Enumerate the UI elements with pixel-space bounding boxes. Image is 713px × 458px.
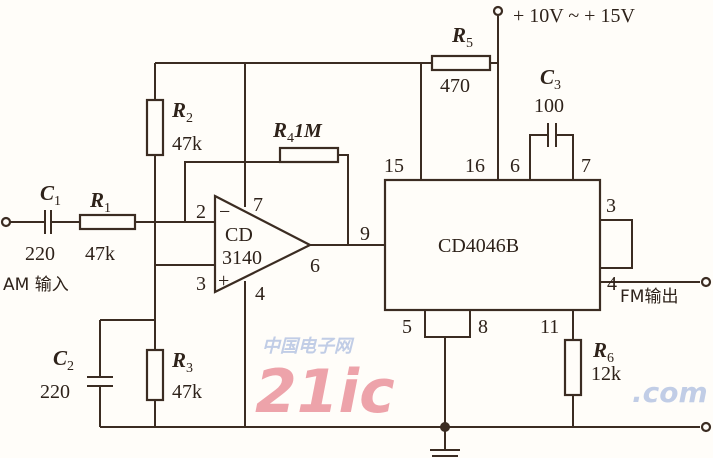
opamp-pin-2: 2 bbox=[196, 201, 206, 223]
r3-label: R3 bbox=[171, 348, 193, 376]
ic-cd4046b bbox=[383, 178, 602, 312]
opamp-plus: + bbox=[218, 270, 229, 292]
ic-pin-5: 5 bbox=[402, 316, 412, 338]
r6-value: 12k bbox=[591, 363, 621, 385]
resistor-r4 bbox=[278, 146, 340, 164]
c1-value: 220 bbox=[25, 243, 55, 265]
ic-pin-8: 8 bbox=[478, 316, 488, 338]
ic-pin-7: 7 bbox=[581, 155, 591, 177]
watermark-21ic: 21ic bbox=[255, 357, 395, 427]
ic-name: CD4046B bbox=[438, 235, 519, 257]
opamp-pin-3: 3 bbox=[196, 273, 206, 295]
ground-terminal bbox=[700, 421, 712, 433]
ic-pin-15: 15 bbox=[384, 155, 404, 177]
opamp-minus: − bbox=[219, 201, 230, 223]
ic-pin-16: 16 bbox=[465, 155, 485, 177]
wires bbox=[10, 16, 700, 457]
output-label: FM输出 bbox=[620, 287, 678, 307]
input-terminal bbox=[0, 216, 12, 228]
ic-pin-3: 3 bbox=[606, 195, 616, 217]
opamp-pin-7: 7 bbox=[253, 194, 263, 216]
r3-value: 47k bbox=[172, 381, 202, 403]
ic-pin-6: 6 bbox=[510, 155, 520, 177]
r2-value: 47k bbox=[172, 133, 202, 155]
junction-dot bbox=[440, 422, 450, 432]
c3-label: C3 bbox=[540, 65, 561, 93]
opamp-cd3140 bbox=[213, 194, 313, 294]
watermark-cn: 中国电子网 bbox=[262, 336, 355, 357]
watermark: 21ic .com 中国电子网 bbox=[255, 336, 708, 427]
supply-label: + 10V ~ + 15V bbox=[513, 5, 635, 27]
opamp-label-1: CD bbox=[225, 224, 253, 246]
capacitor-c2 bbox=[87, 376, 113, 387]
resistor-r3 bbox=[145, 348, 165, 402]
r5-label: R5 bbox=[451, 23, 473, 51]
opamp-pin-6: 6 bbox=[310, 255, 320, 277]
r4-label: R41M bbox=[272, 118, 323, 146]
watermark-com: .com bbox=[632, 376, 708, 409]
resistor-r5 bbox=[430, 54, 492, 72]
output-terminal bbox=[700, 276, 712, 288]
r1-value: 47k bbox=[85, 243, 115, 265]
opamp-label-2: 3140 bbox=[222, 247, 262, 269]
opamp-pin-4: 4 bbox=[255, 283, 265, 305]
c2-value: 220 bbox=[40, 381, 70, 403]
capacitor-c3 bbox=[547, 123, 557, 147]
r5-value: 470 bbox=[440, 75, 470, 97]
c2-label: C2 bbox=[53, 346, 74, 374]
resistor-r1 bbox=[78, 213, 137, 231]
supply-terminal bbox=[492, 5, 504, 17]
ic-pin-11: 11 bbox=[540, 316, 559, 338]
ic-pin-9: 9 bbox=[360, 223, 370, 245]
capacitor-c1 bbox=[44, 210, 52, 234]
ic-pin-4: 4 bbox=[607, 273, 617, 295]
resistor-r2 bbox=[145, 98, 165, 157]
c1-label: C1 bbox=[40, 181, 61, 209]
resistor-r6 bbox=[563, 338, 583, 397]
input-label: AM 输入 bbox=[3, 275, 69, 295]
r6-label: R6 bbox=[592, 338, 614, 366]
r2-label: R2 bbox=[171, 98, 193, 126]
r1-label: R1 bbox=[89, 188, 111, 216]
c3-value: 100 bbox=[534, 95, 564, 117]
